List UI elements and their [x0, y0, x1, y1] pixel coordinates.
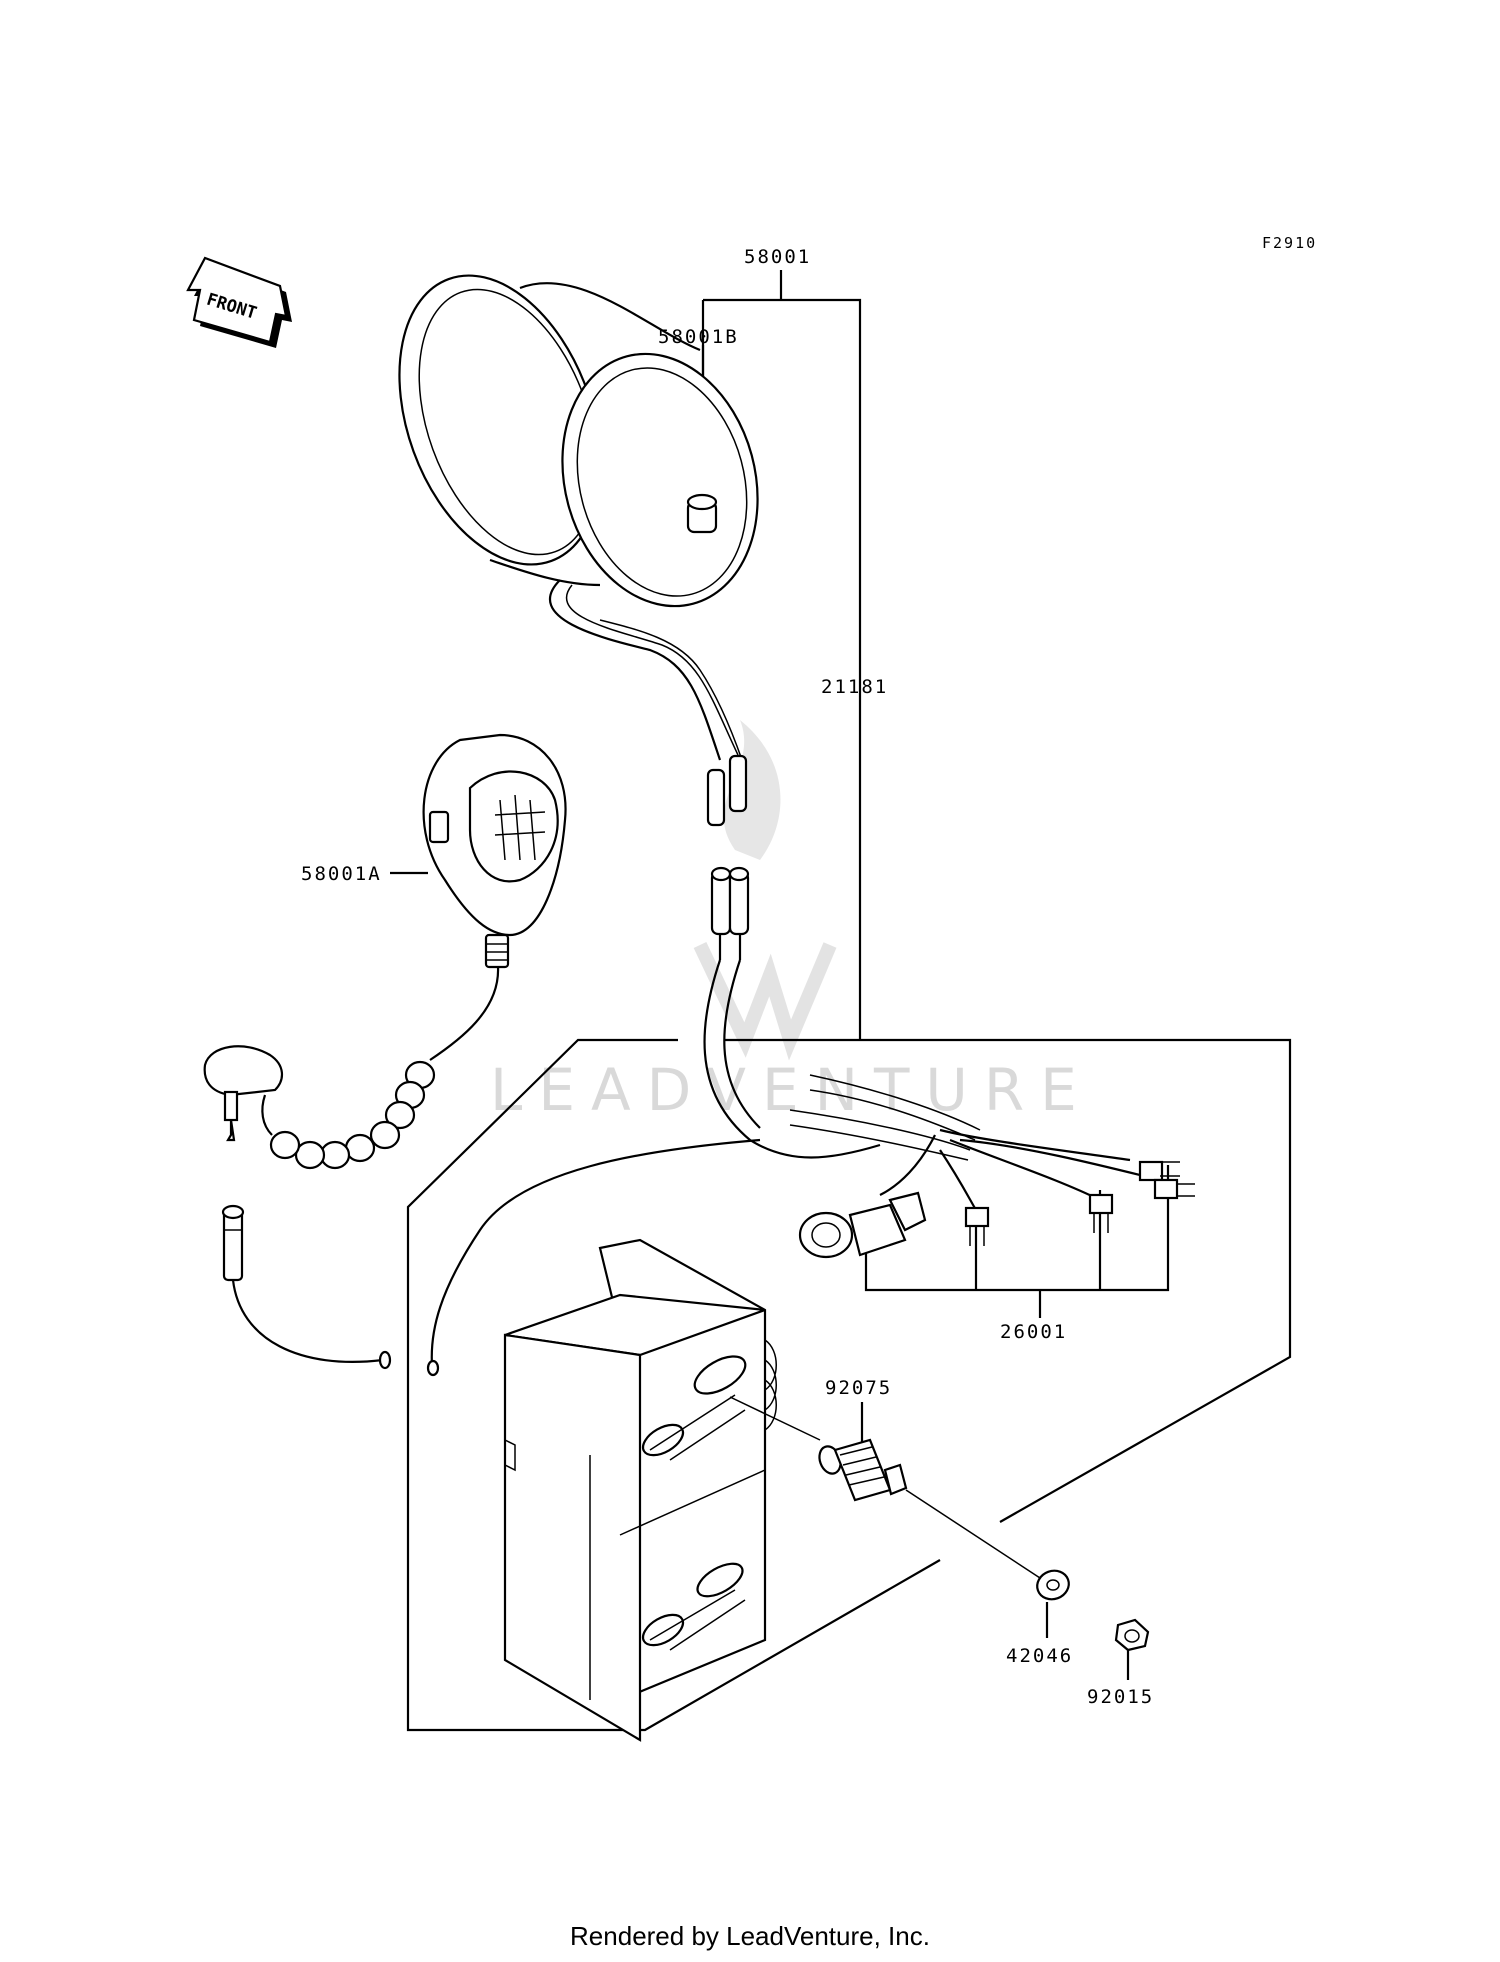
callout-92075: 92075 [825, 1377, 892, 1399]
antenna-cable [221, 1204, 392, 1370]
footer-credit: Rendered by LeadVenture, Inc. [570, 1921, 930, 1951]
nut-92015 [1114, 1618, 1150, 1652]
washer-42046 [1036, 1569, 1070, 1601]
speaker-58001b [398, 274, 759, 827]
callout-26001: 26001 [1000, 1321, 1067, 1343]
knob-92075 [818, 1438, 1041, 1579]
microphone-58001a [203, 733, 567, 1170]
callout-92015: 92015 [1087, 1686, 1154, 1708]
figure-code: F2910 [1262, 234, 1317, 252]
coil-cord [269, 1060, 436, 1170]
front-arrow-icon: FRONT [186, 256, 292, 348]
callout-42046: 42046 [1006, 1645, 1073, 1667]
power-cable [430, 1138, 761, 1366]
watermark: LEADVENTURE [490, 720, 1093, 1124]
kit-outline [406, 1038, 1292, 1732]
watermark-text: LEADVENTURE [490, 1056, 1093, 1124]
radio-unit [503, 1238, 821, 1742]
callout-58001a: 58001A [301, 863, 382, 885]
connector-21181 [703, 866, 881, 1159]
callout-58001: 58001 [744, 246, 811, 268]
harness-26001 [789, 1074, 1195, 1259]
callout-21181: 21181 [821, 676, 888, 698]
callout-58001b: 58001B [658, 326, 739, 348]
